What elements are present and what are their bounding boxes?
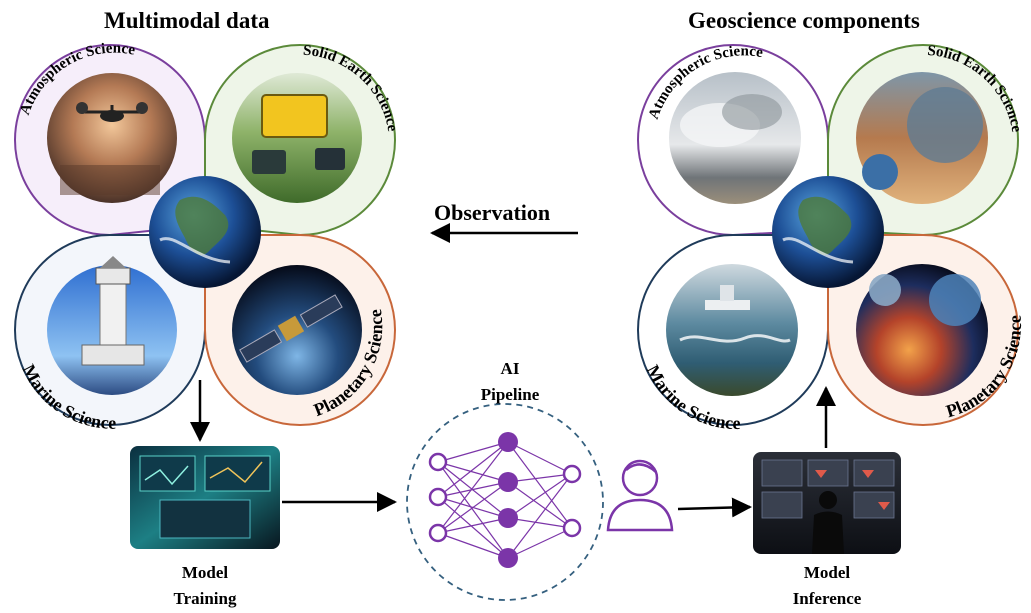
left-clover: Atmospheric Science Solid Earth Science … bbox=[14, 41, 400, 433]
left-earth-globe bbox=[149, 176, 261, 288]
geoscience-title: Geoscience components bbox=[688, 8, 920, 33]
lighthouse-photo bbox=[47, 256, 177, 395]
ai-pipeline-line2: Pipeline bbox=[480, 385, 540, 404]
model-training-line2: Training bbox=[173, 589, 237, 608]
planets-photo bbox=[856, 264, 988, 396]
user-icon bbox=[606, 459, 674, 532]
model-inference-line1: Model bbox=[803, 563, 851, 582]
ai-pipeline-line1: AI bbox=[500, 359, 520, 378]
model-inference-label: Model Inference bbox=[772, 560, 882, 612]
inference-dashboard-photo bbox=[753, 452, 901, 554]
satellite-photo bbox=[232, 265, 362, 395]
model-training-line1: Model bbox=[181, 563, 229, 582]
ai-pipeline-label: AI Pipeline bbox=[460, 356, 560, 408]
presenter-figure bbox=[812, 491, 844, 554]
multimodal-title: Multimodal data bbox=[104, 8, 270, 33]
rock-planet-photo bbox=[856, 72, 988, 204]
right-clover: Atmospheric Science Solid Earth Science … bbox=[637, 43, 1025, 433]
model-training-label: Model Training bbox=[150, 560, 260, 612]
ship-photo bbox=[666, 264, 798, 396]
neural-network-icon bbox=[406, 403, 604, 601]
model-inference-line2: Inference bbox=[792, 589, 862, 608]
drone-photo bbox=[47, 73, 177, 203]
user-to-inference-arrow bbox=[677, 497, 752, 518]
training-monitors-photo bbox=[130, 446, 280, 549]
right-earth-globe bbox=[772, 176, 884, 288]
survey-equipment-photo bbox=[232, 73, 362, 203]
observation-label: Observation bbox=[434, 200, 551, 225]
clouds-photo bbox=[669, 72, 801, 204]
